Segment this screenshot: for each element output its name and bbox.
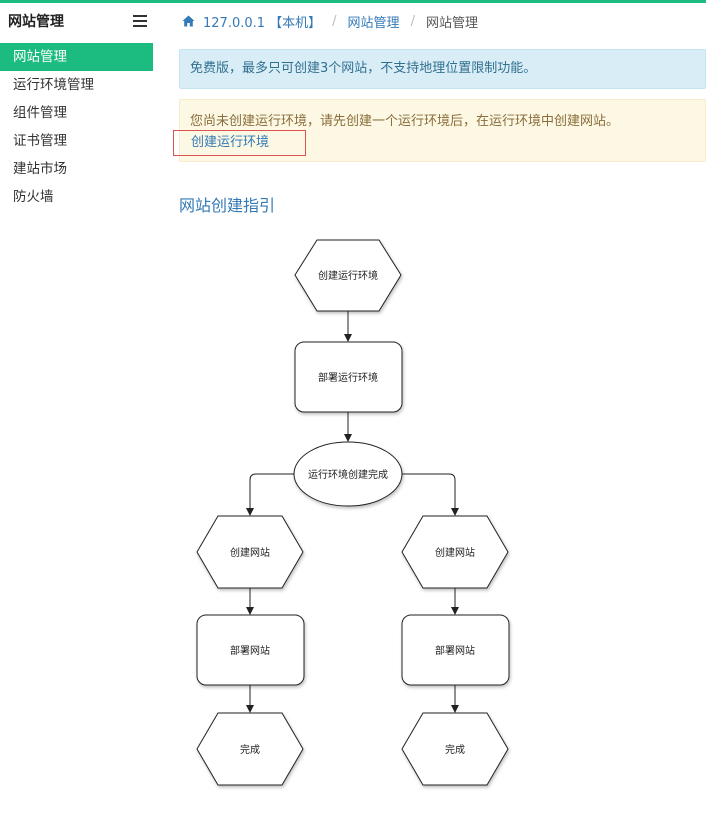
sidebar-title: 网站管理 [8,14,64,30]
node-deploy-env [294,341,403,413]
warning-alert: 您尚未创建运行环境，请先创建一个运行环境后，在运行环境中创建网站。 创建运行环境 [173,99,706,162]
sidebar-item-market[interactable]: 建站市场 [13,161,67,177]
create-runtime-link[interactable]: 创建运行环境 [173,130,306,156]
node-create-site-right [401,515,509,589]
sidebar-item-website[interactable]: 网站管理 [0,43,153,71]
node-done-right [401,712,509,786]
guide-title: 网站创建指引 [179,196,276,215]
label-done-left: 完成 [240,743,260,756]
sidebar: 网站管理 网站管理 运行环境管理 组件管理 证书管理 建站市场 防火墙 [0,3,153,817]
label-deploy-env: 部署运行环境 [318,371,378,384]
node-env-done [293,441,403,507]
sidebar-item-certificates[interactable]: 证书管理 [13,133,67,149]
sidebar-header: 网站管理 [0,3,153,39]
label-create-site-right: 创建网站 [435,546,475,559]
breadcrumb: 127.0.0.1 【本机】 / 网站管理 / 网站管理 [179,3,706,39]
label-deploy-site-right: 部署网站 [435,644,475,657]
edge-done-right [402,473,459,516]
breadcrumb-current: 网站管理 [425,15,478,31]
sidebar-item-components[interactable]: 组件管理 [13,105,67,121]
label-create-site-left: 创建网站 [230,546,270,559]
menu-toggle-icon[interactable] [133,15,147,27]
label-env-done: 运行环境创建完成 [308,468,388,481]
label-deploy-site-left: 部署网站 [230,644,270,657]
node-done-left [196,712,304,786]
top-accent-bar [0,0,706,3]
sidebar-menu: 网站管理 运行环境管理 组件管理 证书管理 建站市场 防火墙 [0,43,153,211]
sidebar-item-runtime[interactable]: 运行环境管理 [13,77,94,93]
warning-text: 您尚未创建运行环境，请先创建一个运行环境后，在运行环境中创建网站。 [190,114,620,129]
breadcrumb-separator: / [410,13,415,29]
label-done-right: 完成 [445,743,465,756]
edge-done-left [246,473,294,516]
sidebar-item-firewall[interactable]: 防火墙 [13,189,54,205]
node-deploy-site-right [401,614,510,686]
info-alert: 免费版，最多只可创建3个网站，不支持地理位置限制功能。 [179,49,706,89]
node-deploy-site-left [196,614,305,686]
home-icon[interactable] [182,15,195,27]
breadcrumb-separator: / [332,13,337,29]
node-create-site-left [196,515,304,589]
breadcrumb-host[interactable]: 127.0.0.1 【本机】 [203,15,322,31]
label-create-env: 创建运行环境 [318,269,378,282]
breadcrumb-section[interactable]: 网站管理 [347,15,400,31]
main-content: 127.0.0.1 【本机】 / 网站管理 / 网站管理 免费版，最多只可创建3… [173,3,706,216]
node-create-env [294,239,402,312]
